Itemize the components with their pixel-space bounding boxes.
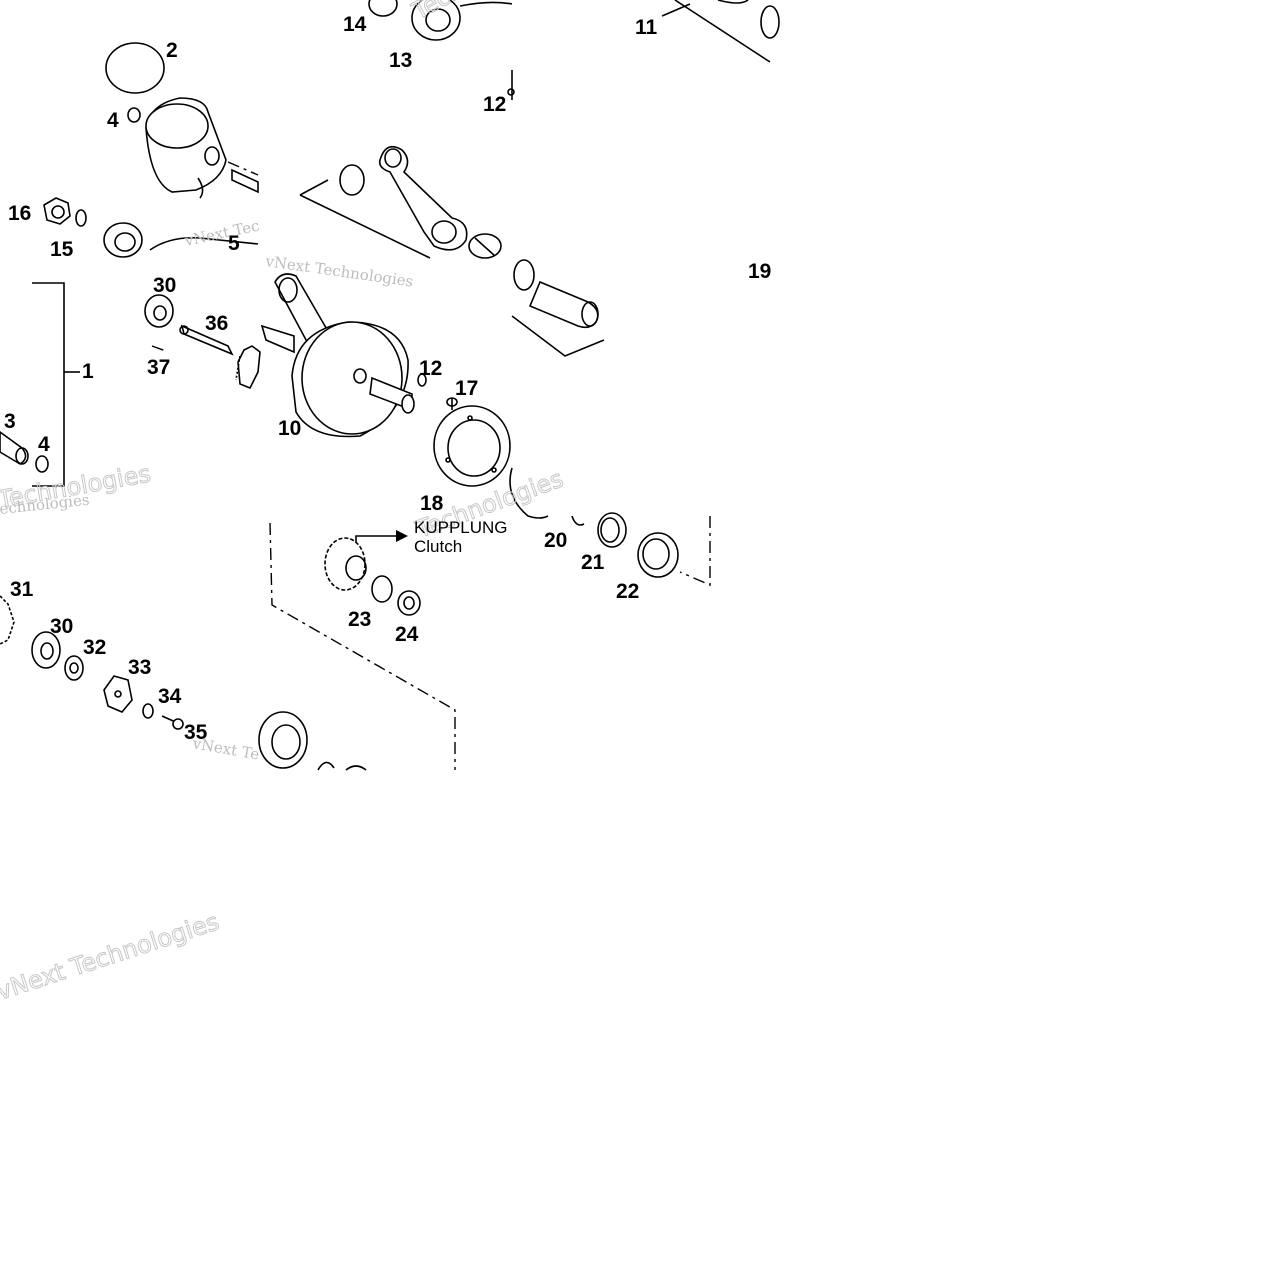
washer-32 (64, 655, 84, 681)
washer-15 (75, 209, 87, 227)
callout-11: 11 (635, 16, 658, 39)
callout-1: 1 (82, 360, 94, 383)
piston (145, 97, 259, 199)
key-37 (151, 345, 167, 352)
callout-15: 15 (50, 238, 74, 261)
bearing-large-bottom (258, 711, 367, 771)
gear-31 (0, 595, 15, 645)
circlip-top (127, 107, 141, 123)
pin-3 (0, 431, 29, 465)
seal-20 (571, 515, 585, 526)
callout-35: 35 (184, 721, 208, 744)
callout-33: 33 (128, 656, 151, 679)
callout-34: 34 (158, 685, 182, 708)
crankshaft-10 (260, 273, 427, 438)
clutch-bracket (269, 516, 711, 770)
callout-20: 20 (544, 529, 567, 552)
svg-text:vNext Tec: vNext Tec (182, 217, 261, 251)
callout-12: 12 (419, 357, 442, 380)
callout-30-top: 30 (153, 274, 176, 297)
circlip-4 (35, 455, 49, 473)
callout-5: 5 (228, 232, 240, 255)
callout-22: 22 (616, 580, 639, 603)
bearing-30-bottom (31, 631, 61, 669)
callout-19: 19 (748, 260, 771, 283)
callout-3: 3 (4, 410, 16, 433)
nut-24 (397, 590, 421, 616)
nut-16 (43, 197, 71, 225)
callout-16: 16 (8, 202, 31, 225)
shaft-36 (179, 324, 234, 356)
callout-32: 32 (83, 636, 106, 659)
impeller-33 (103, 675, 133, 713)
callout-10: 10 (278, 417, 301, 440)
callout-4: 4 (38, 433, 50, 456)
seal-22 (637, 532, 679, 578)
bush-21 (597, 512, 627, 548)
callout-31: 31 (10, 578, 34, 601)
washer-34 (142, 703, 154, 719)
callout-21: 21 (581, 551, 605, 574)
callout-17: 17 (455, 377, 478, 400)
callout-37: 37 (147, 356, 170, 379)
clutch-label-de: KUPPLUNG (414, 518, 508, 537)
callout-30-bottom: 30 (50, 615, 73, 638)
callout-36: 36 (205, 312, 228, 335)
callout-23: 23 (348, 608, 371, 631)
callout-18: 18 (420, 492, 444, 515)
callout-24: 24 (395, 623, 419, 646)
callout-13: 13 (389, 49, 412, 72)
watermarks: vNext Tec vNext Technologies Technologie… (0, 0, 567, 1006)
callout-12-top: 12 (483, 93, 506, 116)
shaft-11 (661, 0, 780, 63)
svg-text:vNext Technologies: vNext Technologies (0, 907, 222, 1005)
arrow-to-clutch (355, 530, 408, 545)
bearing-13 (411, 0, 513, 41)
pin-group-box (511, 259, 605, 357)
screw-35 (161, 715, 184, 730)
washer-23 (371, 575, 393, 603)
screw-17 (446, 397, 458, 410)
seal-partial (509, 467, 549, 519)
assembly-bracket-1 (32, 282, 80, 487)
conrod-kit-box (299, 145, 502, 259)
bearing-left-top (103, 222, 259, 258)
small-part-12 (507, 70, 515, 100)
bearing-14 (368, 0, 398, 17)
bearing-30-top (144, 294, 174, 328)
cover-18 (433, 405, 511, 487)
callout-4-top: 4 (107, 109, 119, 132)
piston-ring (105, 42, 165, 94)
gear-primary (324, 537, 367, 591)
clutch-label-en: Clutch (414, 537, 462, 556)
gear-small (235, 345, 261, 390)
callout-14: 14 (343, 13, 367, 36)
callout-2: 2 (166, 39, 178, 62)
